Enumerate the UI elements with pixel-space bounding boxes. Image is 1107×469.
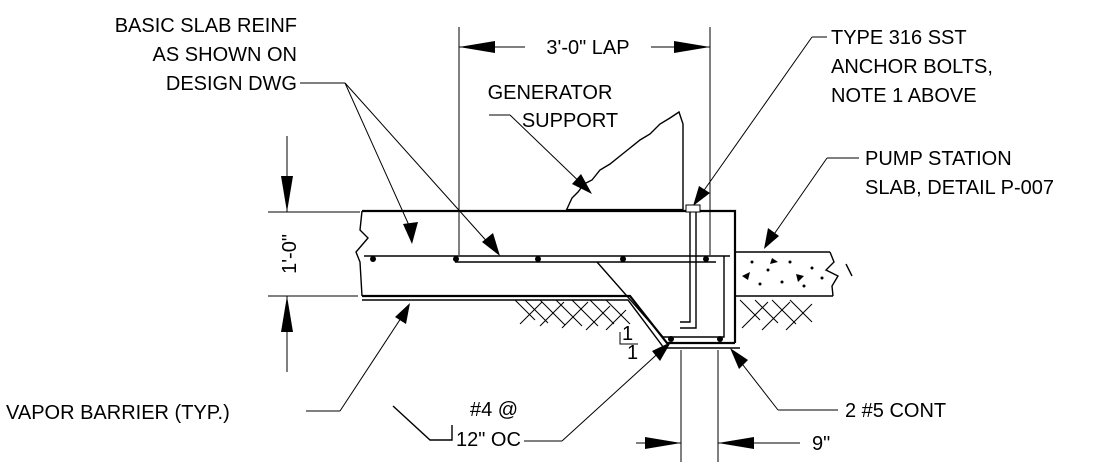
vapor-barrier-leader (339, 311, 406, 412)
stipple (742, 272, 750, 280)
rebar-line-1: #4 @ (470, 399, 518, 421)
slab-top-and-right-edge (362, 209, 737, 343)
pump-station-arrow (764, 228, 779, 249)
basic-slab-reinf-leader-2 (344, 82, 492, 247)
lap-arrow-right (674, 41, 710, 53)
generator-support-arrow (572, 174, 592, 194)
cont-bars-arrow (730, 348, 748, 369)
cont-bars-label: 2 #5 CONT (845, 400, 946, 422)
stipple (780, 280, 784, 284)
stipple (770, 258, 778, 264)
pump-station-leader (769, 157, 828, 241)
rebar-dot (620, 256, 626, 262)
slab-thickness-label: 1'-0" (279, 234, 301, 274)
lap-dimension: 3'-0" LAP (458, 27, 711, 255)
rebar-dot (668, 336, 674, 342)
rebar-dot (717, 336, 723, 342)
width-arrow-right (718, 437, 754, 449)
basic-slab-reinf-label: BASIC SLAB REINF AS SHOWN ON DESIGN DWG (115, 15, 297, 95)
slope-indicator: 1 1 (619, 323, 638, 364)
lap-arrow-left (459, 41, 495, 53)
slope-run: 1 (627, 342, 638, 364)
rebar-line-2: 12" OC (456, 429, 521, 451)
anchor-bolts-label: TYPE 316 SST ANCHOR BOLTS, NOTE 1 ABOVE (831, 27, 993, 107)
rebar-dot (703, 256, 709, 262)
rebar-dot (535, 256, 541, 262)
bent-rebar (596, 256, 725, 338)
hatch-lines (514, 299, 631, 327)
width-dimension: 9" (636, 350, 830, 462)
slab-bottom-and-thickening (362, 294, 735, 345)
vapor-barrier-label: VAPOR BARRIER (TYP.) (6, 402, 230, 424)
generator-support-line-1: GENERATOR (488, 82, 613, 104)
rebar-dot (370, 256, 376, 262)
stipple (788, 260, 792, 264)
stipple (766, 268, 770, 272)
vapor-barrier-line (362, 299, 740, 349)
anchor-bolt-nut (685, 204, 701, 213)
generator-support-line-2: SUPPORT (522, 110, 618, 132)
hatch-lines (739, 299, 813, 325)
anchor-bolt-side (680, 206, 697, 329)
rebar-leader (561, 347, 665, 442)
pump-station-slab (735, 251, 853, 297)
stipple (796, 274, 804, 282)
stipple (820, 276, 824, 280)
lap-label: 3'-0" LAP (546, 37, 629, 59)
width-arrow-left (645, 437, 681, 449)
rebar-dot (453, 256, 459, 262)
basic-slab-reinf-leader-1 (344, 82, 413, 233)
rebar-label: #4 @ 12" OC (456, 399, 521, 451)
anchor-bolt (680, 206, 691, 323)
basic-slab-reinf-line-2: AS SHOWN ON (153, 44, 297, 66)
width-label: 9" (812, 433, 830, 455)
rebar-bend-symbol (392, 405, 453, 441)
slope-triangle (619, 332, 638, 345)
slab-break-line (355, 210, 369, 297)
anchor-bolts-line-3: NOTE 1 ABOVE (831, 85, 977, 107)
slope-rise: 1 (622, 323, 633, 345)
anchor-bolts-leader (699, 36, 813, 197)
stipple (750, 260, 754, 264)
thickness-arrow-top (281, 176, 293, 212)
anchor-bolts-line-2: ANCHOR BOLTS, (831, 56, 993, 78)
thickness-arrow-bottom (281, 296, 293, 332)
pump-slab-break-line (824, 251, 839, 297)
leader-arrowhead-2 (482, 233, 500, 256)
generator-support-leader (509, 114, 589, 191)
basic-slab-reinf-line-1: BASIC SLAB REINF (115, 15, 297, 37)
anchor-bolts-arrow (693, 186, 710, 206)
pump-station-slab-label: PUMP STATION SLAB, DETAIL P-007 (865, 148, 1054, 199)
pump-slab-tick (845, 263, 853, 277)
pump-station-slab-line-2: SLAB, DETAIL P-007 (865, 177, 1054, 199)
pump-station-slab-line-1: PUMP STATION (865, 148, 1012, 170)
generator-support-outline (565, 110, 684, 212)
hatch-lines-cross (741, 301, 813, 331)
soil-hatching-left (514, 299, 631, 331)
leader-arrowhead-1 (403, 222, 418, 244)
stipple (802, 284, 806, 288)
generator-support-label: GENERATOR SUPPORT (488, 82, 619, 132)
basic-slab-reinf-line-3: DESIGN DWG (166, 73, 297, 95)
stipple (810, 266, 814, 270)
slab-thickness-dimension: 1'-0" (268, 136, 360, 372)
generator-slab (355, 204, 740, 349)
concrete-stipple (742, 258, 824, 288)
anchor-bolts-line-1: TYPE 316 SST (831, 27, 967, 49)
vapor-barrier-arrow (395, 303, 410, 324)
hatch-lines-cross (519, 301, 627, 331)
rebar-arrow (652, 342, 671, 361)
stipple (758, 282, 762, 286)
soil-hatching-right (739, 299, 813, 331)
